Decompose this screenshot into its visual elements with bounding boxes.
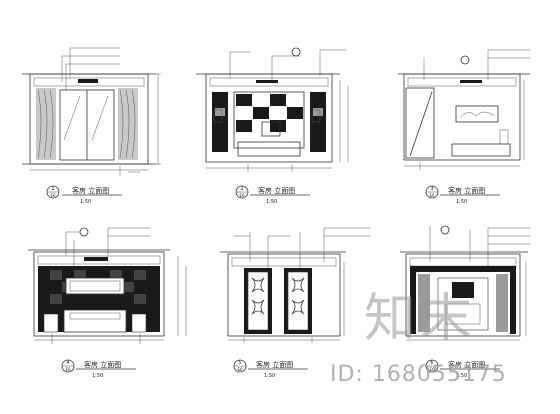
elevation-3-scale: 1:50	[456, 199, 467, 205]
elevation-4-ref: E6	[65, 367, 71, 372]
elevation-6-drawing	[400, 225, 530, 341]
elevation-1-drawing	[22, 47, 161, 176]
elevation-1-number: 1	[51, 186, 54, 192]
elevation-1-scale: 1:50	[80, 199, 91, 205]
elevation-3-drawing	[398, 49, 530, 170]
elevation-5-label: 5 E6 客房 立面图 1:50	[233, 359, 308, 379]
elevation-2-number: 2	[240, 186, 243, 192]
elevation-2-scale: 1:50	[266, 199, 277, 205]
elevation-1-title: 客房 立面图	[72, 186, 109, 195]
elevation-5-title: 客房 立面图	[256, 360, 293, 369]
elevation-2-drawing	[196, 47, 349, 172]
elevation-2-title: 客房 立面图	[258, 186, 295, 195]
elevation-6-number: 6	[430, 360, 433, 366]
watermark-brand: 知末	[364, 289, 477, 349]
elevation-6-label: 6 E6 客房 立面图 1:50	[425, 359, 500, 379]
elevation-2-label: 2 E6 客房 立面图 1:50	[235, 185, 310, 205]
elevation-4-title: 客房 立面图	[84, 360, 121, 369]
elevation-5-number: 5	[238, 360, 241, 366]
elevation-5-drawing	[220, 227, 370, 343]
elevation-3-title: 客房 立面图	[448, 186, 485, 195]
elevation-3-number: 3	[430, 186, 433, 192]
elevation-6-title: 客房 立面图	[448, 360, 485, 369]
elevation-6-ref: E6	[429, 367, 435, 372]
elevation-1-ref: E6	[50, 193, 56, 198]
elevation-4-number: 4	[66, 360, 69, 366]
elevation-4-scale: 1:50	[92, 373, 103, 379]
elevation-1-label: 1 E6 客房 立面图 1:50	[46, 185, 122, 205]
watermark-id: ID: 168055175	[330, 362, 507, 387]
elevation-4-drawing	[28, 227, 187, 344]
elevation-5-scale: 1:50	[264, 373, 275, 379]
elevation-5-ref: E6	[237, 367, 243, 372]
elevation-6-scale: 1:50	[456, 373, 467, 379]
elevation-4-label: 4 E6 客房 立面图 1:50	[61, 359, 136, 379]
elevation-3-label: 3 E6 客房 立面图 1:50	[425, 185, 500, 205]
elevation-3-ref: E6	[429, 193, 435, 198]
elevation-2-ref: E6	[239, 193, 245, 198]
